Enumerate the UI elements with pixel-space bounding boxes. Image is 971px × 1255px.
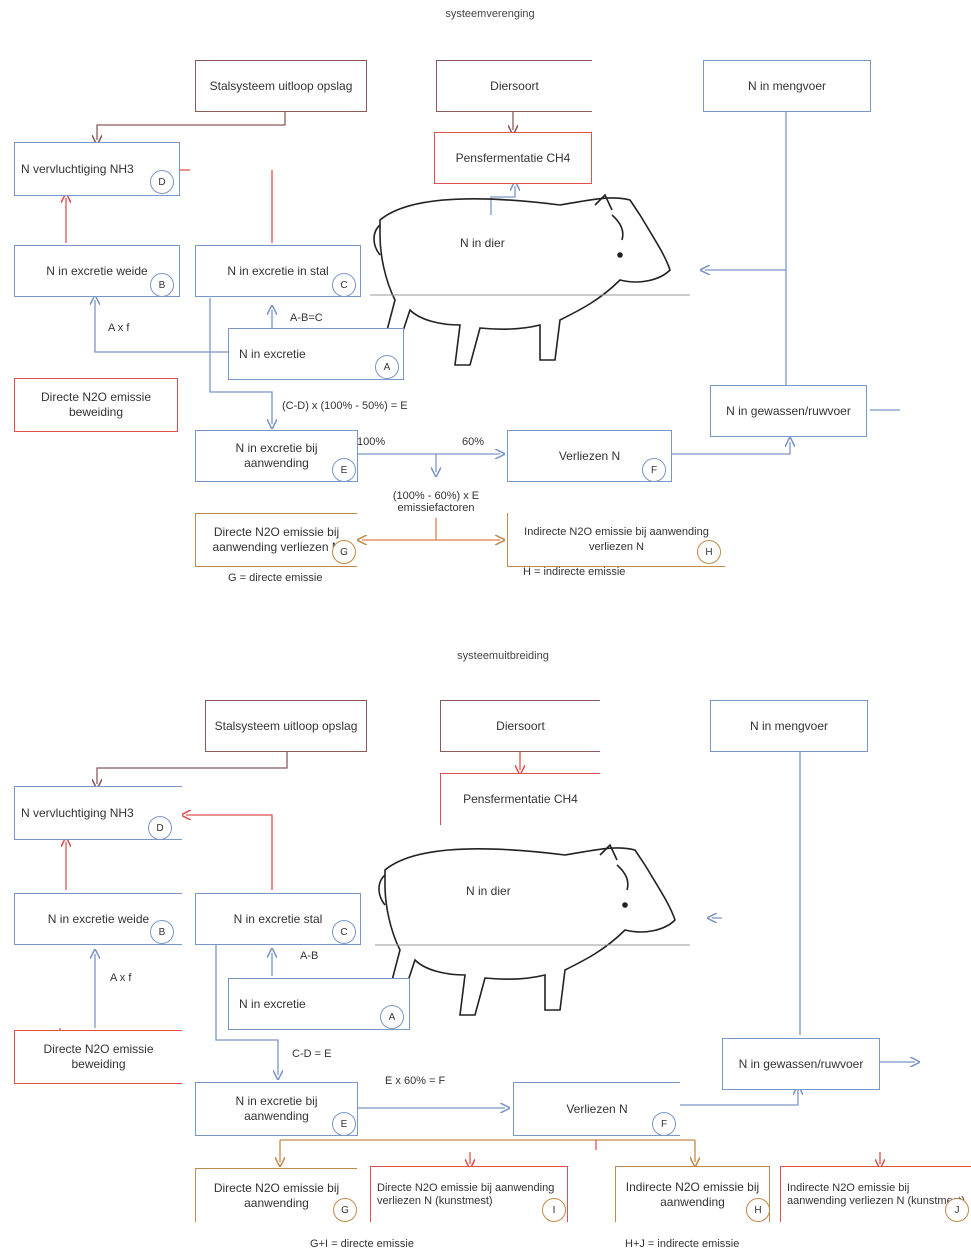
pensfermentatie-box-2: Pensfermentatie CH4 [440, 773, 600, 825]
excretie-box-2: N in excretie [228, 978, 410, 1030]
badge-a-2: A [380, 1005, 404, 1029]
directe-aanwending-box: Directe N2O emissie bij aanwending verli… [195, 513, 357, 567]
directe-beweiding-box-2: Directe N2O emissie beweiding [14, 1030, 182, 1084]
badge-b: B [150, 273, 174, 297]
badge-d: D [150, 170, 174, 194]
directe-kunstmest-box: Directe N2O emissie bij aanwending verli… [370, 1166, 568, 1222]
label-gi-directe: G+I = directe emissie [310, 1238, 414, 1250]
pig-illustration-top [370, 193, 690, 366]
badge-e: E [332, 458, 356, 482]
directe-beweiding-box: Directe N2O emissie beweiding [14, 378, 178, 432]
n-mengvoer-box: N in mengvoer [703, 60, 871, 112]
badge-a: A [375, 355, 399, 379]
label-100pct: 100% [357, 436, 386, 448]
label-c-d-e: C-D = E [292, 1048, 332, 1060]
badge-d-2: D [148, 816, 172, 840]
badge-f-2: F [652, 1112, 676, 1136]
stalsysteem-box: Stalsysteem uitloop opslag [195, 60, 367, 112]
n-mengvoer-box-2: N in mengvoer [710, 700, 868, 752]
badge-b-2: B [150, 920, 174, 944]
directe-aanwending-box-2: Directe N2O emissie bij aanwending [195, 1168, 357, 1222]
badge-h: H [697, 540, 721, 564]
pensfermentatie-box: Pensfermentatie CH4 [434, 132, 592, 184]
badge-h-2: H [746, 1198, 770, 1222]
indirecte-aanwending-box-2: Indirecte N2O emissie bij aanwending [615, 1166, 770, 1222]
label-a-x-f-top: A x f [108, 322, 130, 334]
vervluchtiging-box: N vervluchtiging NH3 [14, 142, 180, 196]
badge-e-2: E [332, 1112, 356, 1136]
label-emissiefactoren: (100% - 60%) x E emissiefactoren [392, 490, 480, 514]
indirecte-kunstmest-box: Indirecte N2O emissie bij aanwending ver… [780, 1166, 971, 1222]
label-a-b: A-B [300, 950, 319, 962]
indirecte-aanwending-box: Indirecte N2O emissie bij aanwending ver… [507, 513, 725, 567]
label-60pct: 60% [462, 436, 485, 448]
badge-c: C [332, 273, 356, 297]
label-hj-indirecte: H+J = indirecte emissie [625, 1238, 740, 1250]
aanwending-box-2: N in excretie bij aanwending [195, 1082, 358, 1136]
diagram-title-top: systeemverenging [445, 8, 535, 20]
badge-c-2: C [332, 920, 356, 944]
diagram-title-bottom: systeemuitbreiding [457, 650, 549, 662]
label-e-60-f: E x 60% = F [385, 1075, 446, 1087]
gewassen-box: N in gewassen/ruwvoer [710, 385, 867, 437]
n-dier-label-2: N in dier [466, 884, 511, 898]
aanwending-box: N in excretie bij aanwending [195, 430, 358, 482]
badge-f: F [642, 458, 666, 482]
pig-illustration-bottom [375, 843, 690, 1016]
badge-j: J [945, 1198, 969, 1222]
label-a-x-f-bottom: A x f [110, 972, 132, 984]
n-dier-label: N in dier [460, 236, 505, 250]
badge-g-2: G [333, 1198, 357, 1222]
badge-g: G [332, 540, 356, 564]
label-h-indirecte: H = indirecte emissie [523, 566, 626, 578]
badge-i: I [542, 1198, 566, 1222]
label-g-directe: G = directe emissie [228, 572, 323, 584]
label-formula-e: (C-D) x (100% - 50%) = E [282, 400, 408, 412]
excretie-box: N in excretie [228, 328, 404, 380]
stalsysteem-box-2: Stalsysteem uitloop opslag [205, 700, 367, 752]
diersoort-box-2: Diersoort [440, 700, 600, 752]
gewassen-box-2: N in gewassen/ruwvoer [722, 1038, 880, 1090]
diersoort-box: Diersoort [436, 60, 592, 112]
label-a-b-c: A-B=C [290, 312, 323, 324]
